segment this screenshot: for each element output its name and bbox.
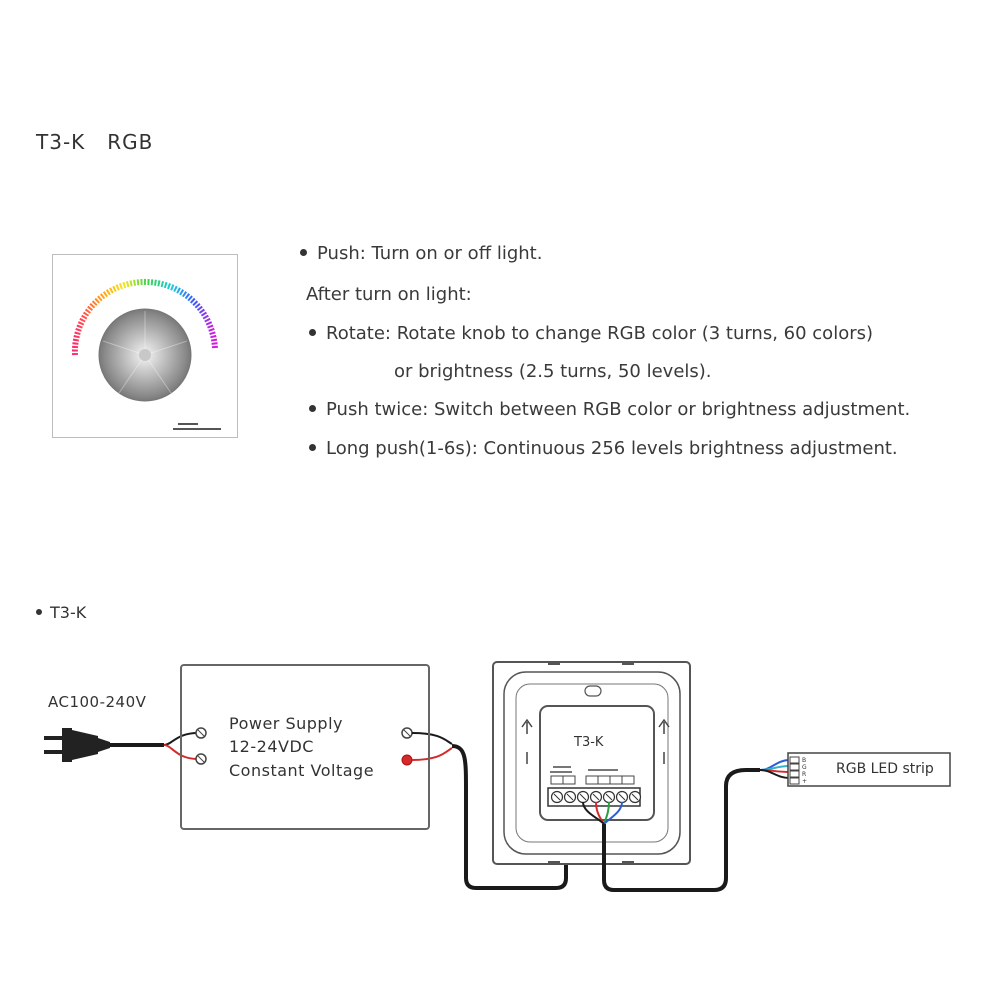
ac-input-label: AC100-240V [48, 693, 147, 711]
knob-panel-illustration [71, 279, 221, 430]
model-type: RGB [107, 130, 154, 154]
instruction-push: Push: Turn on or off light. [300, 243, 542, 264]
instruction-rotate: Rotate: Rotate knob to change RGB color … [309, 323, 873, 344]
bullet-icon [309, 443, 316, 451]
power-supply-type: Constant Voltage [229, 761, 375, 780]
strip-pin-plus: + [802, 778, 807, 785]
instruction-after: After turn on light: [306, 284, 472, 305]
bullet-icon [309, 328, 316, 336]
controller-label: T3-K [574, 735, 604, 750]
bullet-icon [300, 248, 307, 256]
instruction-push-twice: Push twice: Switch between RGB color or … [309, 399, 910, 420]
page-title: T3-K RGB [36, 130, 153, 154]
power-supply-label: Power Supply [229, 714, 343, 733]
strip-pin-b: B [802, 757, 806, 764]
power-supply-voltage: 12-24VDC [229, 737, 314, 756]
model-name: T3-K [36, 130, 86, 154]
strip-pin-g: G [802, 764, 807, 771]
power-supply-box [180, 664, 430, 830]
led-strip-label: RGB LED strip [836, 761, 934, 777]
wiring-title: T3-K [36, 603, 86, 622]
led-strip [787, 752, 951, 787]
instruction-rotate-cont: or brightness (2.5 turns, 50 levels). [394, 361, 712, 382]
ac-plug-icon [44, 728, 164, 762]
bullet-icon [309, 404, 316, 412]
strip-pin-r: R [802, 771, 806, 778]
instruction-long-push: Long push(1-6s): Continuous 256 levels b… [309, 438, 898, 459]
bullet-icon [36, 608, 42, 615]
product-image [52, 254, 238, 438]
